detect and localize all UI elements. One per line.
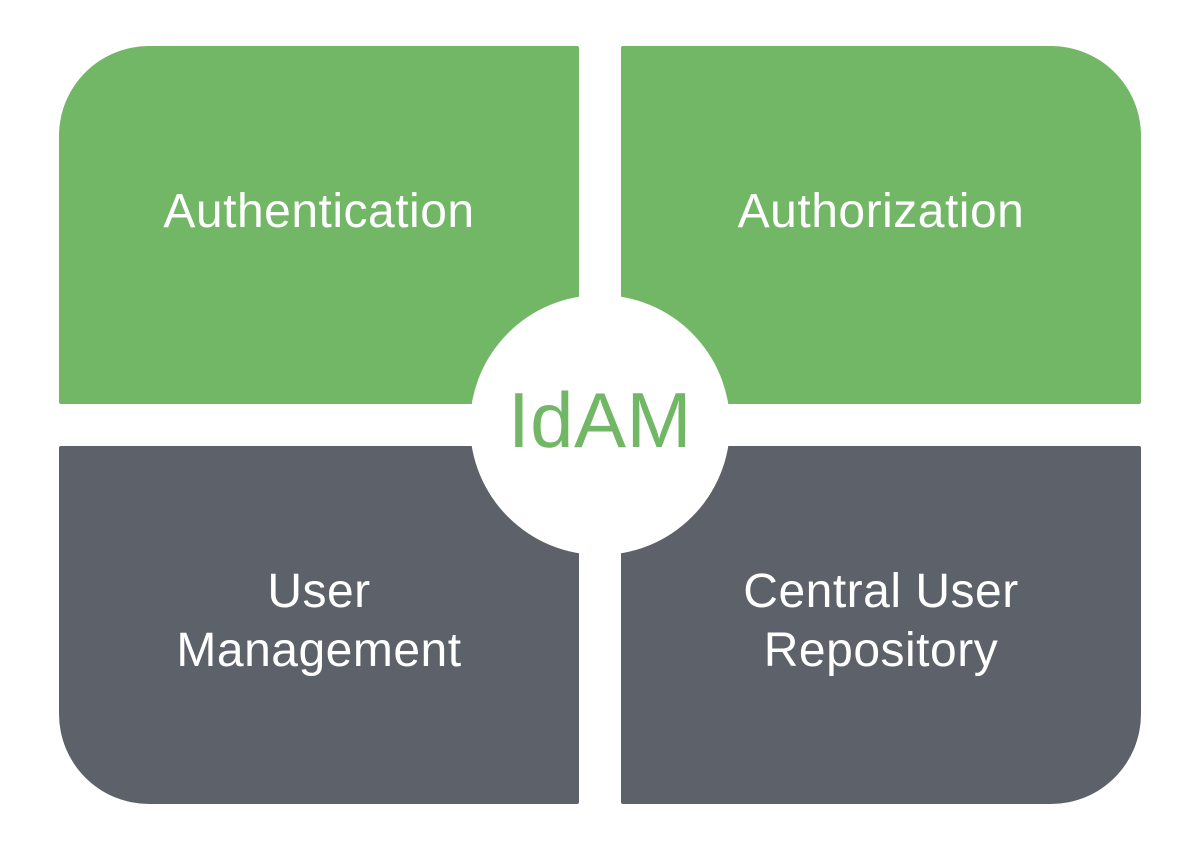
quadrant-authentication-label: Authentication xyxy=(163,184,475,238)
quadrant-authorization: Authorization xyxy=(621,46,1141,404)
quadrant-central-user-repository-label: Central User Repository xyxy=(743,565,1019,677)
idam-title: IdAM xyxy=(507,375,693,464)
quadrant-user-management-label: User Management xyxy=(176,565,462,677)
quadrant-user-management: User Management xyxy=(59,446,579,804)
quadrant-authentication: Authentication xyxy=(59,46,579,404)
center-circle: IdAM xyxy=(470,295,730,555)
quadrant-authorization-label: Authorization xyxy=(737,184,1025,238)
quadrant-grid: Authentication Authorization User Manage… xyxy=(59,46,1141,804)
quadrant-central-user-repository: Central User Repository xyxy=(621,446,1141,804)
